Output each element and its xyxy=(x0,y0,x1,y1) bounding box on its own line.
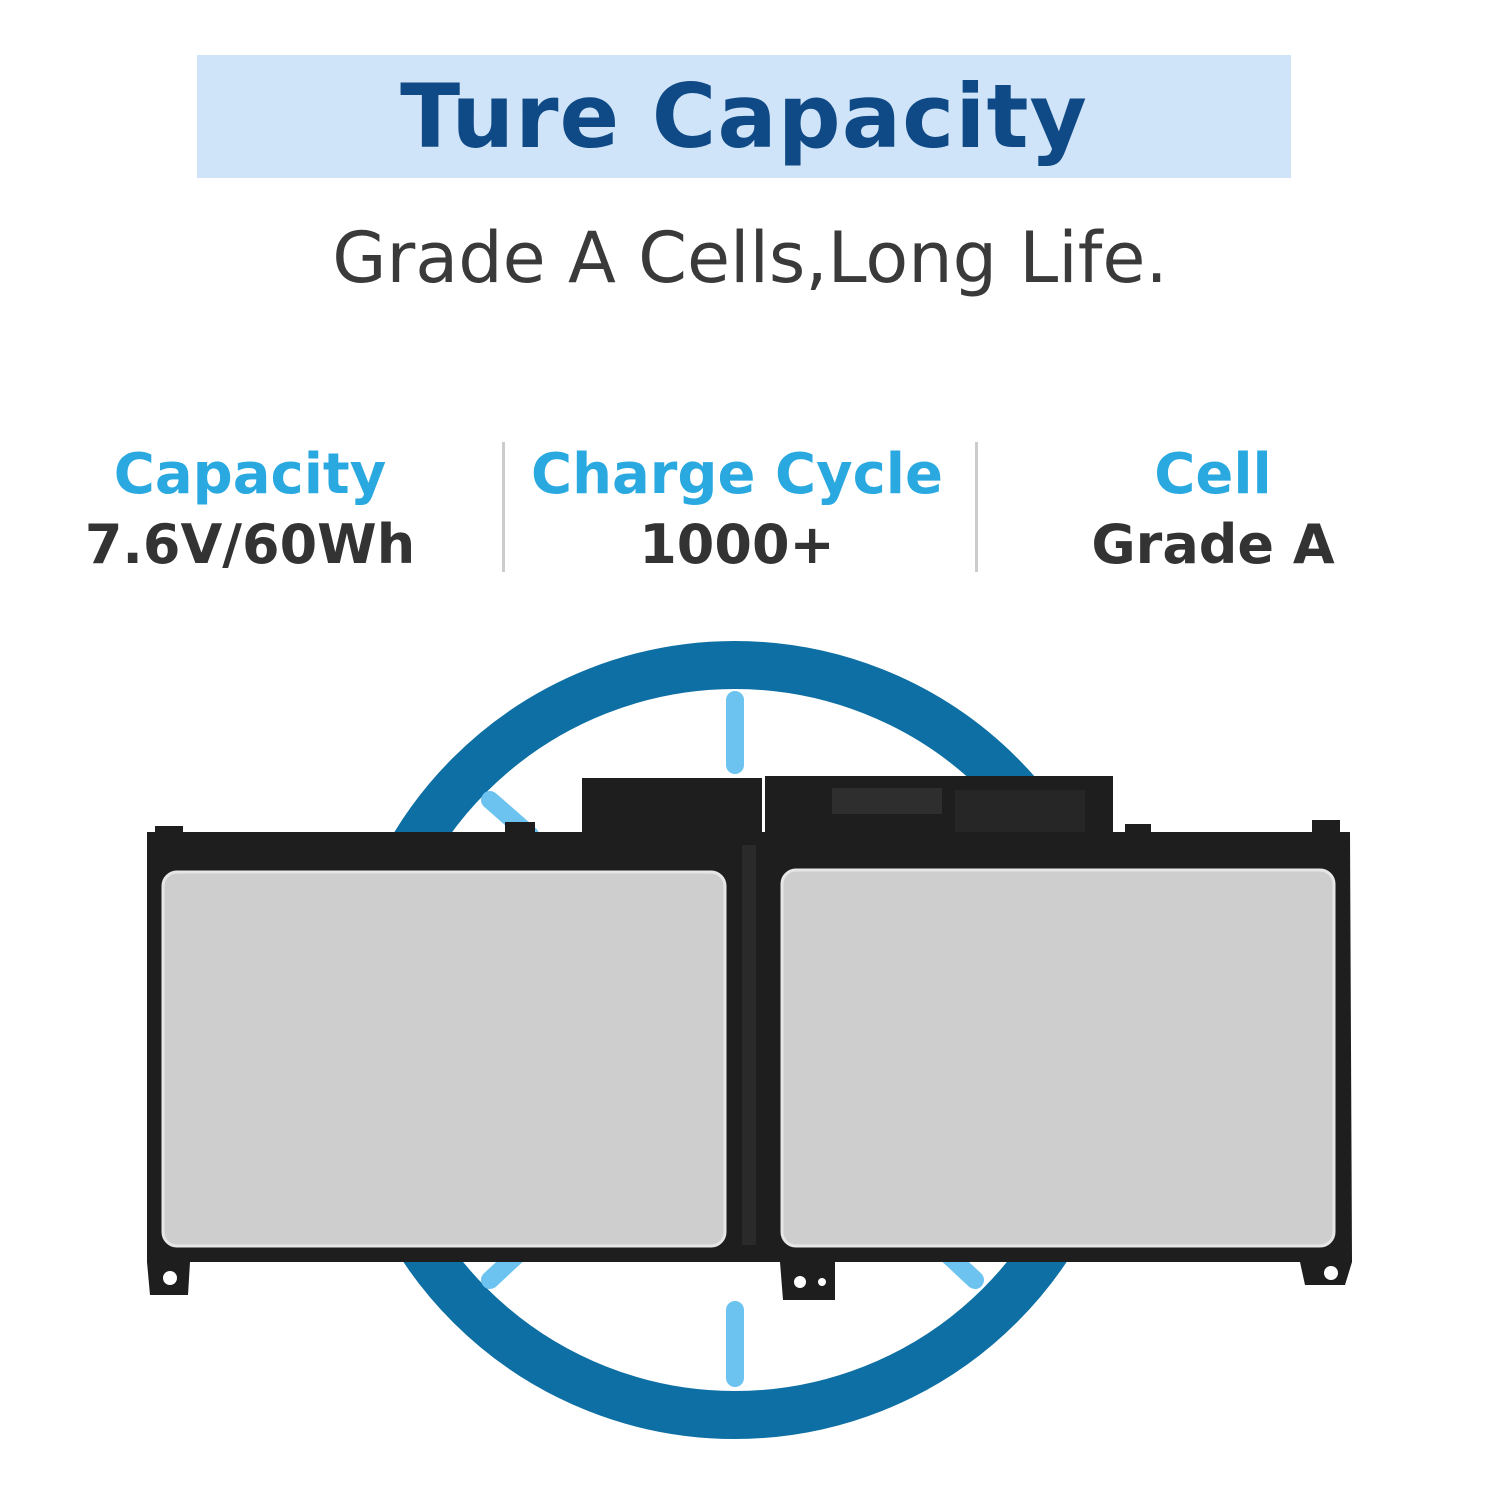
spec-charge-cycle: Charge Cycle 1000+ xyxy=(527,440,947,580)
spec-divider xyxy=(975,442,978,572)
spec-divider xyxy=(502,442,505,572)
battery-illustration xyxy=(147,641,1352,1439)
spec-label: Capacity xyxy=(113,442,387,507)
spec-value: 1000+ xyxy=(639,513,835,576)
spec-capacity: Capacity 7.6V/60Wh xyxy=(40,440,460,580)
spec-row: Capacity 7.6V/60Wh Charge Cycle 1000+ Ce… xyxy=(0,440,1500,576)
battery-cell-left xyxy=(161,870,727,1248)
spec-value: Grade A xyxy=(1091,513,1335,576)
battery-pack-icon xyxy=(147,776,1352,1300)
spec-value: 7.6V/60Wh xyxy=(84,513,416,576)
page-subtitle: Grade A Cells,Long Life. xyxy=(332,217,1168,299)
title-band: Ture Capacity xyxy=(197,55,1291,178)
spec-cell: Cell Grade A xyxy=(1003,440,1423,580)
spec-label: Cell xyxy=(1154,442,1272,507)
battery-cell-right xyxy=(780,868,1336,1248)
page-title: Ture Capacity xyxy=(400,64,1088,168)
spec-label: Charge Cycle xyxy=(531,442,943,507)
